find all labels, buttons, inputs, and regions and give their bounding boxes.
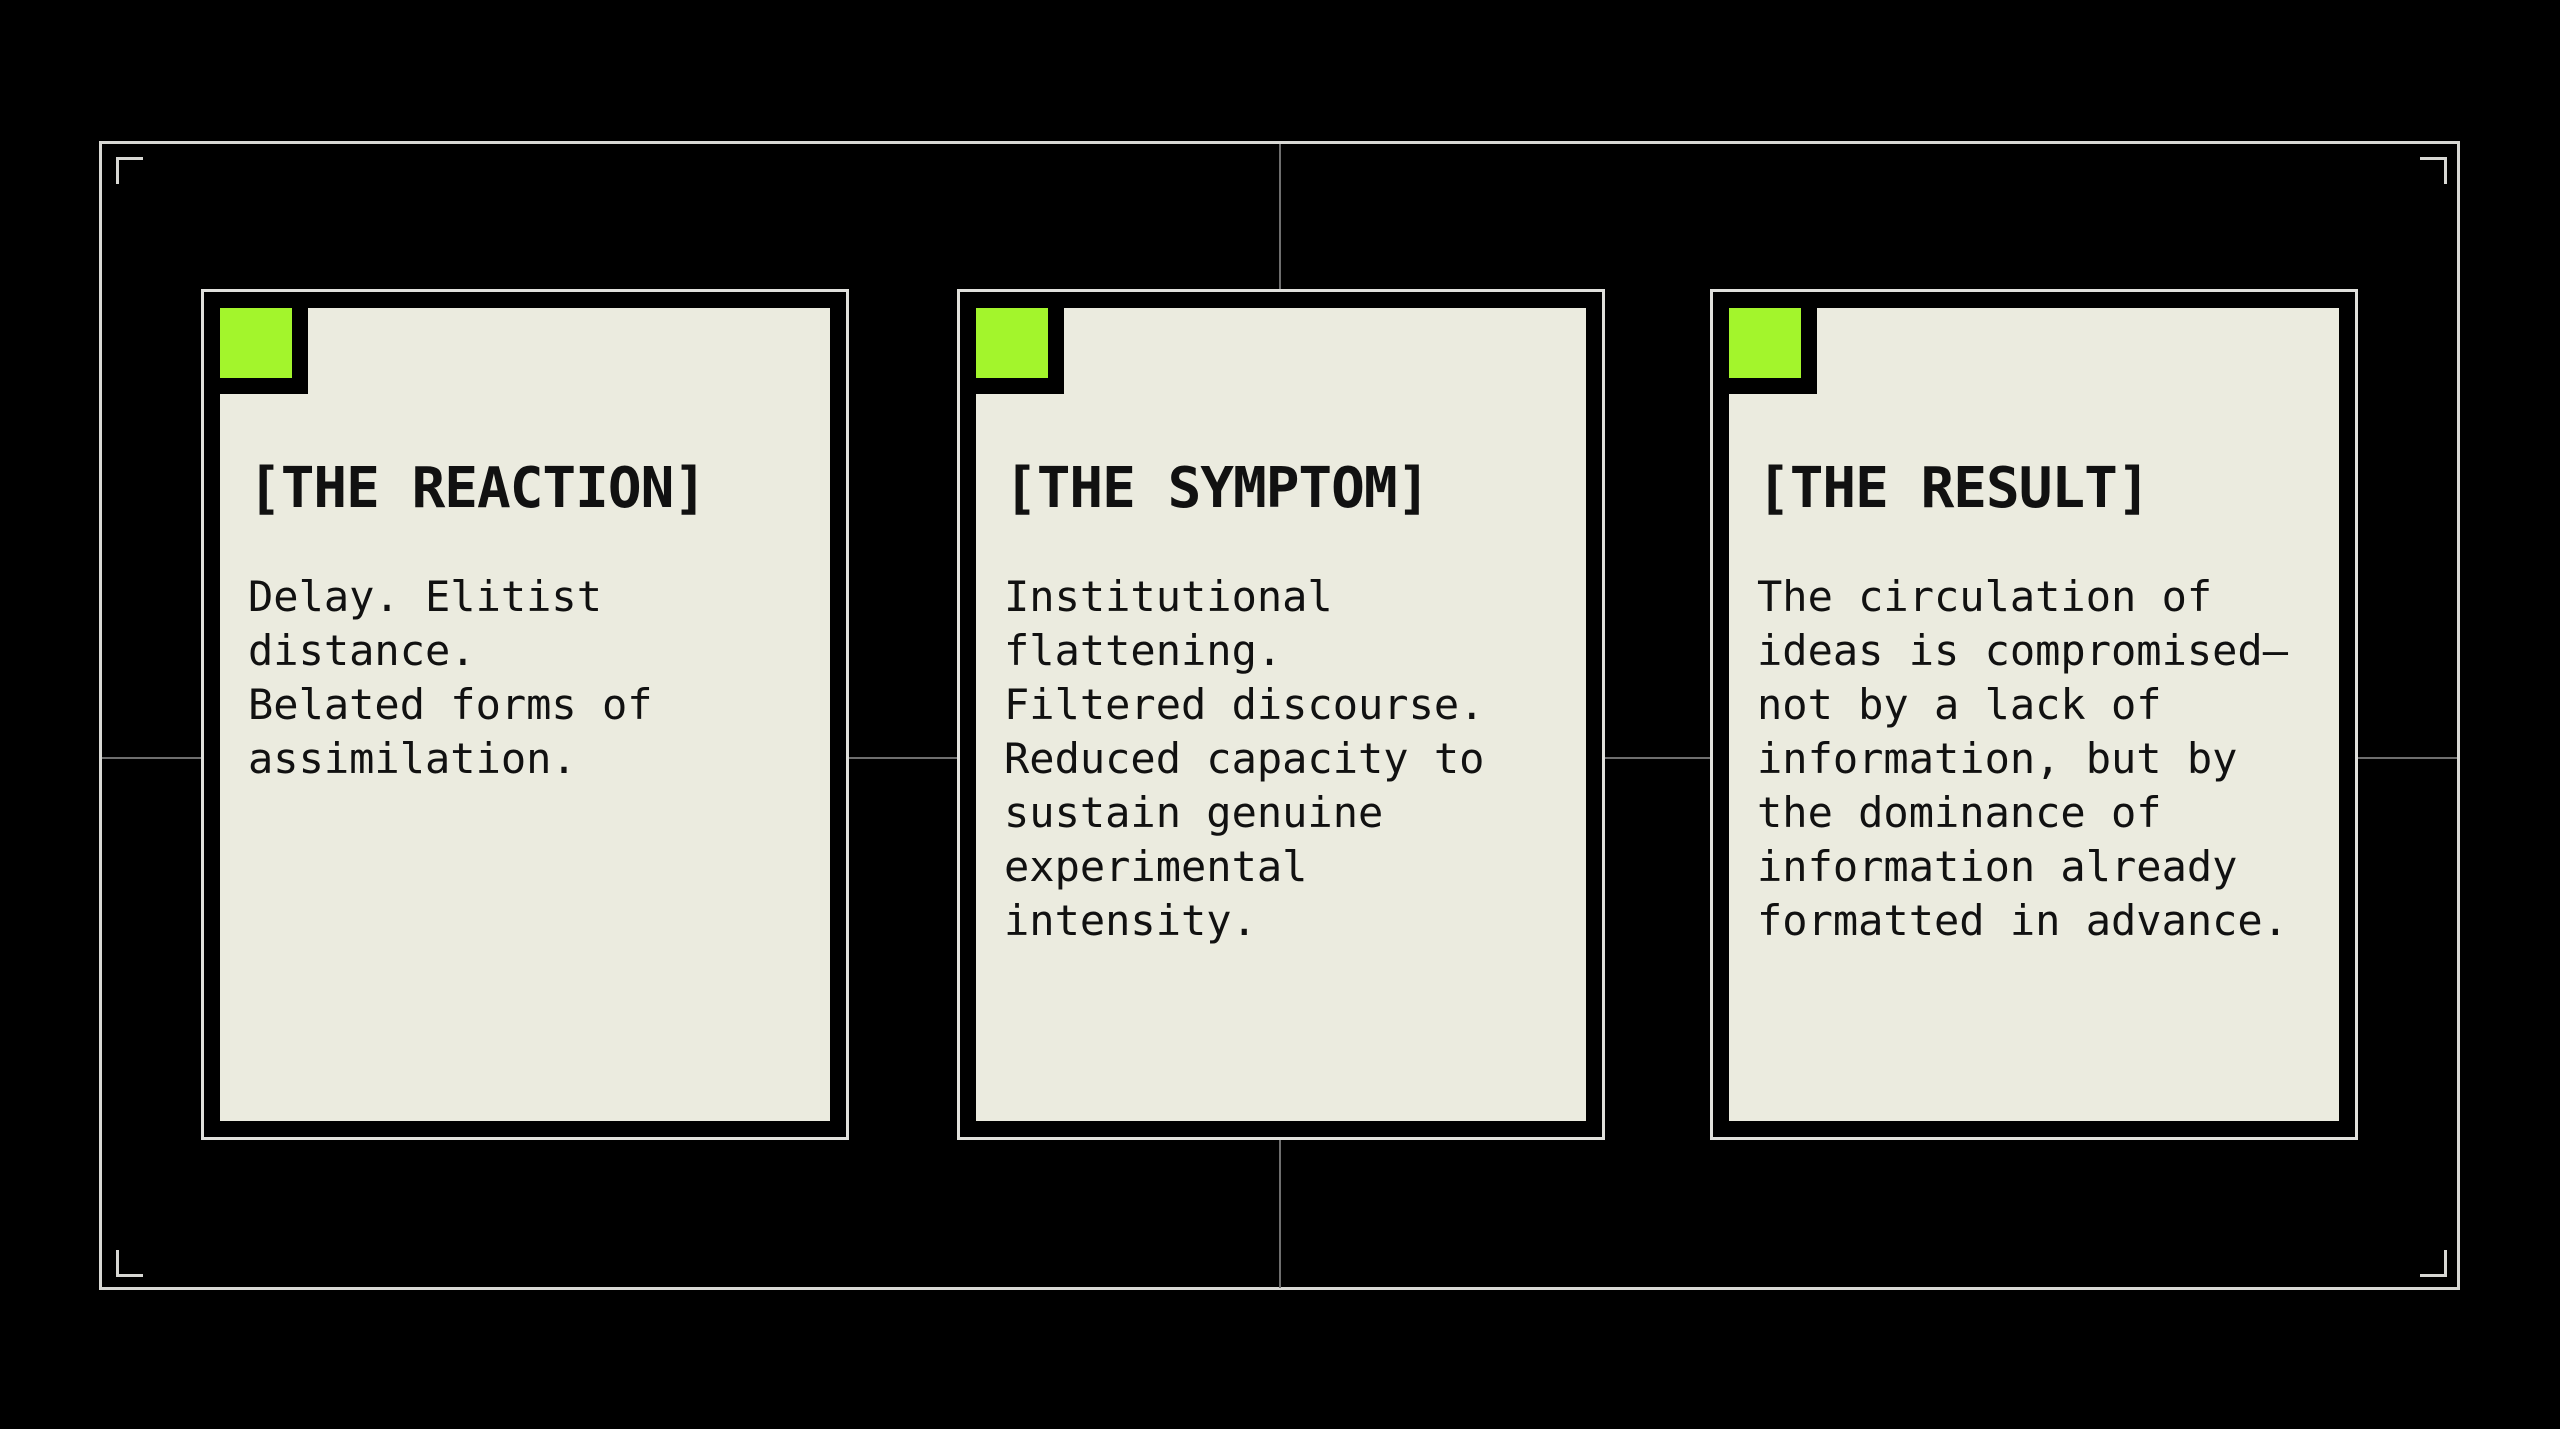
card-reaction: [THE REACTION] Delay. Elitist distance. … <box>201 289 849 1140</box>
grid-line-top <box>1279 144 1281 289</box>
card-title: [THE RESULT] <box>1757 456 2151 521</box>
outer-frame <box>99 141 2460 1290</box>
notch <box>976 308 1064 394</box>
grid-line-mid-left <box>849 757 957 759</box>
corner-mark-top-right <box>2420 157 2447 184</box>
grid-line-bottom <box>1279 1140 1281 1288</box>
notch <box>1729 308 1817 394</box>
card-body: The circulation of ideas is compromised—… <box>1757 572 2289 945</box>
grid-line-left <box>102 757 201 759</box>
green-square-icon <box>1729 308 1801 378</box>
card-paper: [THE REACTION] Delay. Elitist distance. … <box>220 308 830 1121</box>
green-square-icon <box>976 308 1048 378</box>
corner-mark-bottom-right <box>2420 1250 2447 1277</box>
card-result: [THE RESULT] The circulation of ideas is… <box>1710 289 2358 1140</box>
grid-line-mid-right <box>1602 757 1710 759</box>
grid-line-right <box>2358 757 2457 759</box>
corner-mark-bottom-left <box>116 1250 143 1277</box>
card-body: Delay. Elitist distance. Belated forms o… <box>248 572 653 783</box>
card-title: [THE REACTION] <box>248 456 707 521</box>
card-title: [THE SYMPTOM] <box>1004 456 1430 521</box>
card-body: Institutional flattening. Filtered disco… <box>1004 572 1485 945</box>
card-paper: [THE RESULT] The circulation of ideas is… <box>1729 308 2339 1121</box>
card-symptom: [THE SYMPTOM] Institutional flattening. … <box>957 289 1605 1140</box>
green-square-icon <box>220 308 292 378</box>
notch <box>220 308 308 394</box>
corner-mark-top-left <box>116 157 143 184</box>
card-paper: [THE SYMPTOM] Institutional flattening. … <box>976 308 1586 1121</box>
